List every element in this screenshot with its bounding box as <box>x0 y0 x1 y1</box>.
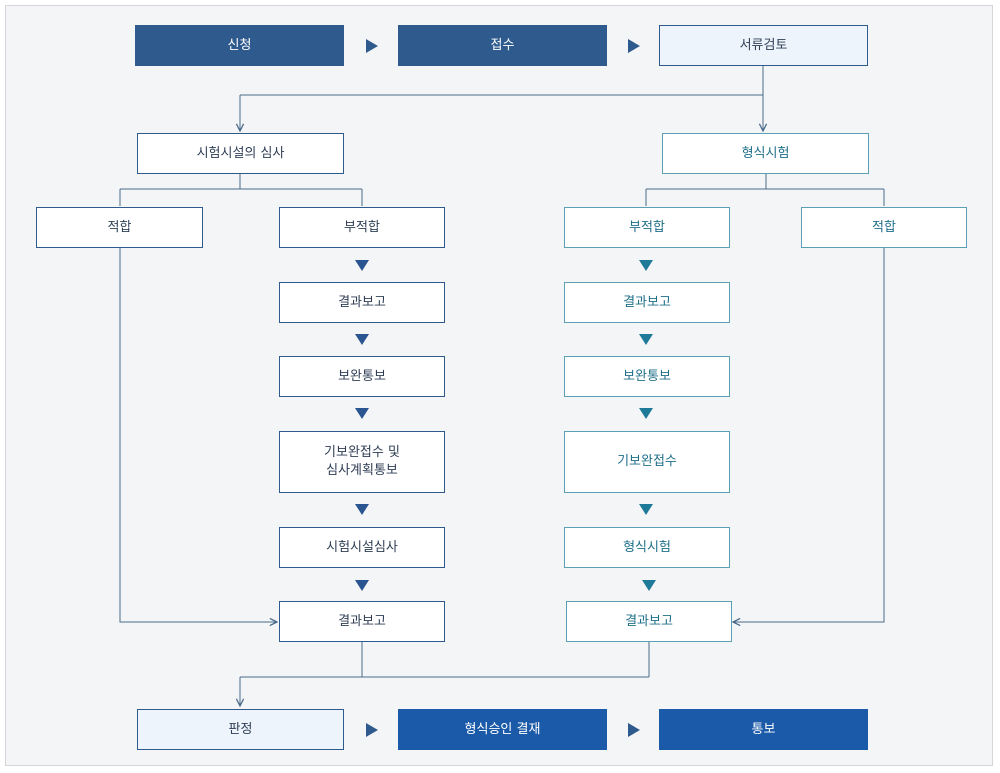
arrow-right-icon <box>628 39 640 53</box>
right-step-result-report: 결과보고 <box>564 282 730 323</box>
notice-box: 통보 <box>659 709 868 750</box>
connector-review-split <box>240 66 764 96</box>
left-step-final-report: 결과보고 <box>279 601 445 642</box>
arrow-right-icon <box>366 39 378 53</box>
connector-left-pass <box>119 248 277 622</box>
right-fail-box: 부적합 <box>564 207 730 248</box>
arrow-right-icon <box>628 723 640 737</box>
left-fail-box: 부적합 <box>279 207 445 248</box>
arrow-down-icon <box>642 580 656 591</box>
right-step-type-test: 형식시험 <box>564 527 730 568</box>
left-pass-box: 적합 <box>36 207 203 248</box>
connector-right-branch <box>645 174 885 206</box>
facility-review-box: 시험시설의 심사 <box>137 133 344 174</box>
arrow-down-icon <box>355 334 369 345</box>
diagram-frame <box>5 5 993 766</box>
receipt-box: 접수 <box>398 25 607 66</box>
connector-results-merge <box>240 642 650 678</box>
arrow-down-icon <box>639 408 653 419</box>
left-step-supplement-receipt: 기보완접수 및 심사계획통보 <box>279 431 445 493</box>
right-step-supplement-receipt: 기보완접수 <box>564 431 730 493</box>
type-test-box: 형식시험 <box>662 133 869 174</box>
arrow-down-icon <box>355 580 369 591</box>
left-step-supplement-notice: 보완통보 <box>279 356 445 397</box>
left-step-result-report: 결과보고 <box>279 282 445 323</box>
arrow-down-icon <box>639 334 653 345</box>
arrow-down-icon <box>639 260 653 271</box>
connector-left-branch <box>119 174 363 206</box>
left-step-facility-inspection: 시험시설심사 <box>279 527 445 568</box>
apply-box: 신청 <box>135 25 344 66</box>
right-pass-box: 적합 <box>801 207 967 248</box>
doc-review-box: 서류검토 <box>659 25 868 66</box>
arrow-down-icon <box>639 504 653 515</box>
arrow-down-icon <box>355 408 369 419</box>
judgment-box: 판정 <box>137 709 344 750</box>
arrow-down-icon <box>355 260 369 271</box>
arrow-down-icon <box>355 504 369 515</box>
approval-box: 형식승인 결재 <box>398 709 607 750</box>
right-step-supplement-notice: 보완통보 <box>564 356 730 397</box>
connector-right-pass <box>733 248 885 622</box>
arrow-right-icon <box>366 723 378 737</box>
right-step-final-report: 결과보고 <box>566 601 732 642</box>
